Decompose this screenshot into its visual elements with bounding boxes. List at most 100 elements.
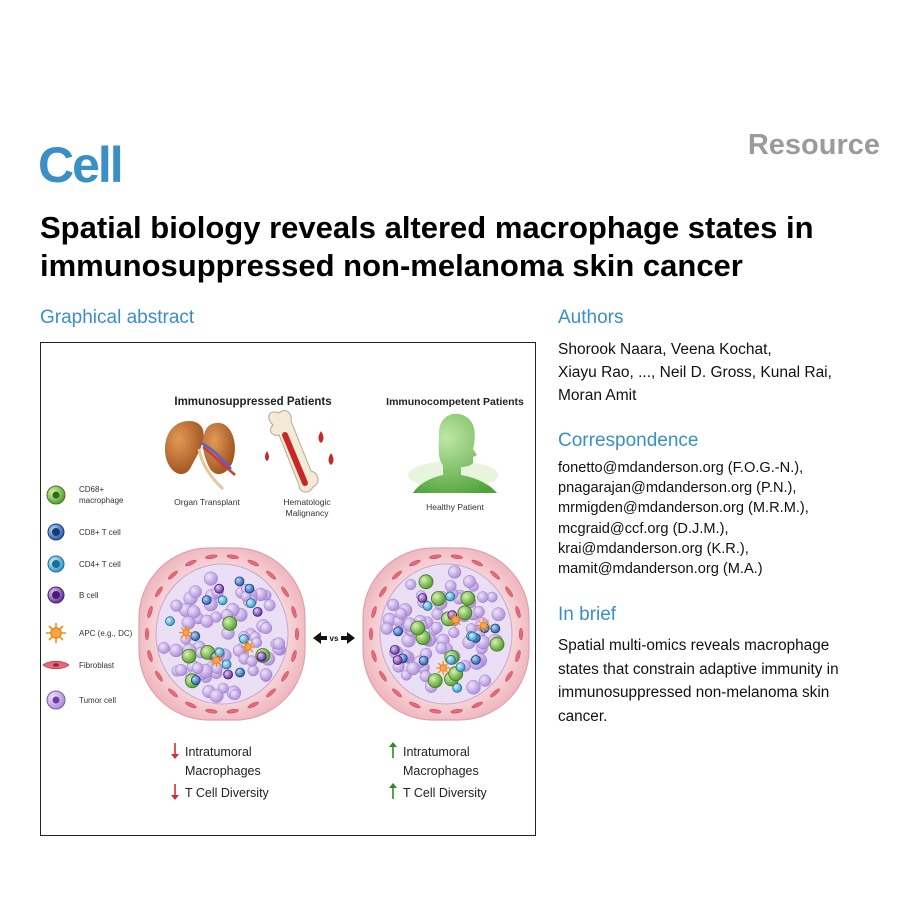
cd4-t-cell: [165, 616, 175, 627]
correspondence-email[interactable]: fonetto@mdanderson.org (F.O.G.-N.),: [558, 460, 804, 476]
cd4-t-cell: [422, 601, 433, 611]
correspondence-email[interactable]: pnagarajan@mdanderson.org (P.N.),: [558, 480, 797, 497]
tumor-cell: [491, 607, 506, 622]
cd8-t-cell: [190, 631, 201, 642]
legend-label: Tumor cell: [79, 696, 116, 705]
tumor-cell: [191, 662, 204, 675]
cd8-t-cell: [244, 583, 255, 594]
fibroblast-cell: [205, 709, 218, 714]
article-title: Spatial biology reveals altered macropha…: [40, 209, 900, 285]
tumor-cell: [209, 688, 224, 703]
article-title-line-2: immunosuppressed non-melanoma skin cance…: [40, 248, 743, 283]
tumor-cell: [187, 605, 201, 619]
cd8-t-cell: [470, 654, 481, 665]
fibroblast-cell: [490, 688, 500, 698]
cd4-t-cell: [246, 598, 256, 609]
tumor-cell: [272, 637, 286, 650]
cd4-t-cell: [221, 659, 232, 670]
fibroblast-cell: [369, 627, 374, 641]
fibroblast-cell: [147, 606, 153, 618]
apc-dendritic-cell-icon: [46, 623, 66, 643]
tumor-cell: [157, 641, 170, 654]
macrophage-cell: [460, 590, 476, 606]
cd4-t-cell: [445, 591, 456, 602]
healthy-person-icon: [408, 413, 498, 493]
tumor-cell: [181, 615, 196, 630]
fibroblast-cell: [155, 586, 163, 598]
down-arrow-icon: [171, 743, 179, 759]
fibroblast-cell: [450, 709, 463, 714]
fibroblast-cell: [505, 586, 513, 598]
graphical-abstract-svg: Immunosuppressed Patients Immunocompeten…: [42, 396, 530, 800]
legend-label: B cell: [79, 591, 99, 600]
fibroblast-cell: [281, 586, 289, 598]
down-arrow-icon: [171, 784, 179, 800]
cd4-t-cell: [467, 631, 478, 642]
fibroblast-cell: [490, 570, 500, 580]
fibroblast-cell: [185, 559, 197, 567]
up-arrow-icon: [389, 742, 397, 758]
cd8-t-cell: [490, 623, 501, 634]
fibroblast-cell: [145, 627, 150, 641]
macrophage-cell: [427, 673, 443, 689]
healthy-patient-label: Healthy Patient: [426, 502, 484, 512]
macrophage-cell: [181, 648, 197, 664]
fibroblast-cell: [247, 701, 259, 709]
fibroblast-cell: [291, 650, 297, 662]
macrophage-cell: [430, 591, 446, 606]
fibroblast-cell: [471, 701, 483, 709]
correspondence-email[interactable]: mcgraid@ccf.org (D.J.M.),: [558, 520, 729, 537]
tumor-cell-icon: [46, 690, 66, 710]
macrophage-cell: [410, 620, 426, 636]
tumor-cell: [387, 598, 400, 612]
bone-marrow-icon: [265, 410, 334, 493]
cd4-t-cell-icon: [47, 555, 65, 573]
fibroblast-cell: [294, 627, 299, 641]
correspondence-heading: Correspondence: [558, 430, 699, 451]
apc-cell: [448, 612, 463, 627]
fibroblast-cell: [515, 650, 521, 662]
fibroblast-cell: [409, 701, 421, 709]
heme-label-line1: Hematologic: [283, 497, 331, 507]
fibroblast-cell: [266, 688, 276, 698]
apc-cell: [179, 625, 194, 640]
cd8-t-cell: [393, 626, 404, 637]
cd8-t-cell: [418, 655, 429, 666]
tumor-cell: [444, 580, 457, 592]
fibroblast-cell: [505, 670, 513, 682]
correspondence-email[interactable]: krai@mdanderson.org (K.R.),: [558, 540, 749, 557]
cd8-t-cell: [235, 667, 246, 678]
kidney-icon: [165, 421, 236, 491]
fibroblast-cell: [379, 586, 387, 598]
left-outcome-line3: T Cell Diversity: [185, 786, 270, 800]
in-brief-heading: In brief: [558, 604, 617, 625]
tumor-cell: [229, 689, 241, 701]
tumor-cell: [395, 607, 408, 620]
right-outcome-line3: T Cell Diversity: [403, 786, 488, 800]
tumor-cell: [251, 637, 263, 648]
legend-label: CD8+ T cell: [79, 528, 121, 537]
immunocompetent-tumor-tissue: [362, 547, 530, 721]
organ-transplant-label: Organ Transplant: [174, 497, 240, 507]
graphical-abstract-heading: Graphical abstract: [40, 307, 195, 328]
tumor-cell: [477, 591, 489, 603]
immunosuppressed-title: Immunosuppressed Patients: [174, 396, 331, 408]
fibroblast-cell: [518, 627, 523, 641]
authors-list: Shorook Naara, Veena Kochat, Xiayu Rao, …: [558, 338, 898, 407]
correspondence-email[interactable]: mrmigden@mdanderson.org (M.R.M.),: [558, 500, 809, 517]
fibroblast-cell: [168, 570, 178, 580]
tumor-cell: [259, 668, 273, 681]
article-type-label: Resource: [747, 129, 880, 161]
b-cell: [417, 593, 428, 603]
fibroblast-cell: [266, 570, 276, 580]
up-arrow-icon: [389, 783, 397, 799]
correspondence-email[interactable]: mamit@mdanderson.org (M.A.): [558, 561, 763, 578]
legend-label: APC (e.g., DC): [79, 629, 133, 638]
tumor-cell: [448, 627, 460, 639]
legend-label: macrophage: [79, 496, 124, 505]
fibroblast-cell: [226, 554, 239, 559]
legend-label: CD4+ T cell: [79, 560, 121, 569]
tumor-cell: [447, 565, 462, 579]
immunosuppressed-tumor-tissue: [138, 547, 306, 721]
tumor-cell: [246, 655, 258, 667]
